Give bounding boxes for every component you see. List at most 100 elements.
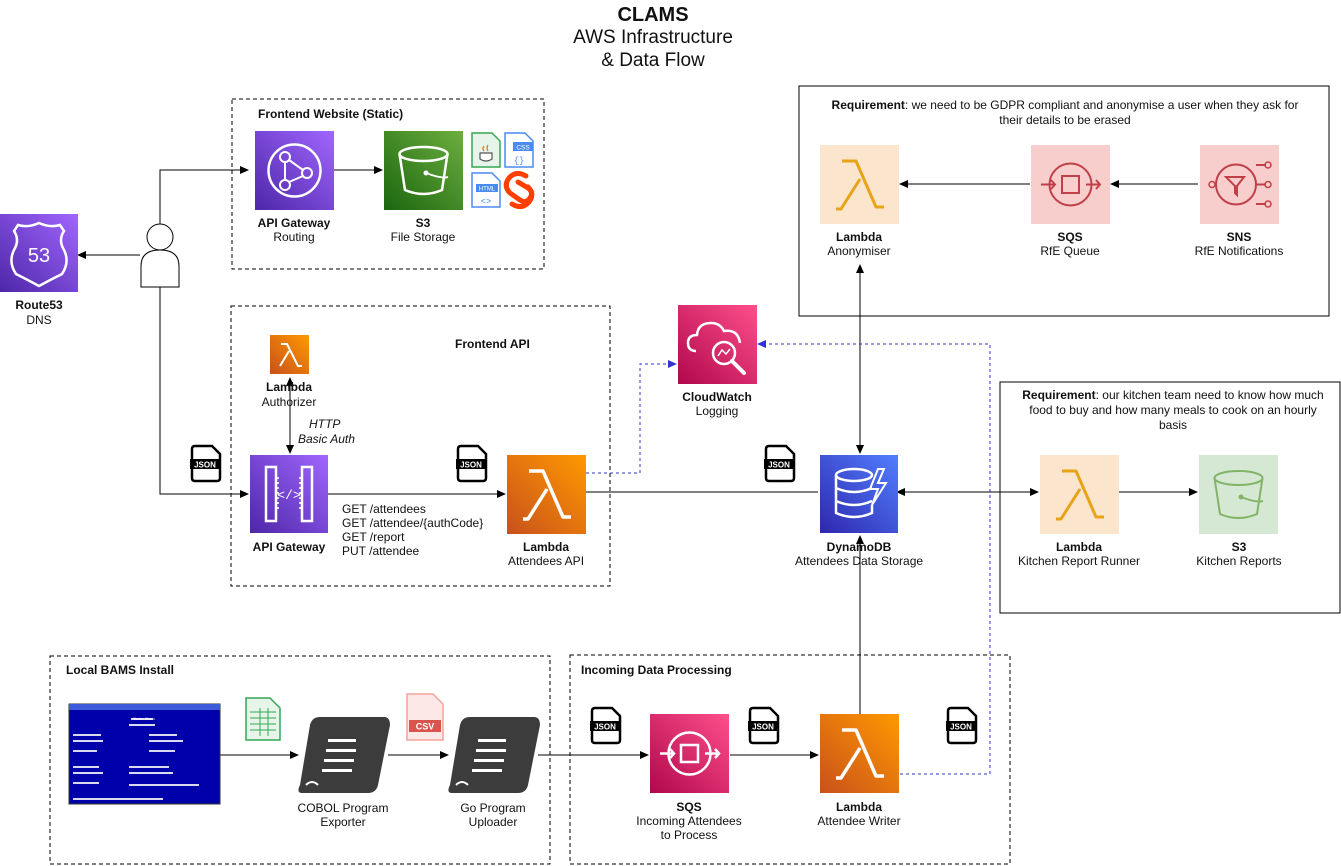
s3-kitchen-name: S3 (1231, 540, 1247, 554)
auth-label-line1: HTTP (309, 417, 341, 431)
auth-label-line2: Basic Auth (298, 432, 355, 446)
diagram-title: CLAMS (617, 4, 689, 26)
cloudwatch-desc: Logging (695, 404, 739, 418)
route-put-attendee: PUT /attendee (342, 544, 420, 558)
lambda-anon-desc: Anonymiser (827, 244, 891, 258)
lambda-api-name: Lambda (522, 540, 570, 554)
dynamodb-desc: Attendees Data Storage (794, 554, 924, 568)
css-badge-text: CSS (516, 145, 530, 152)
group-label-frontend-api: Frontend API (455, 337, 530, 351)
diagram-subtitle-line2: & Data Flow (601, 50, 705, 71)
bams-terminal-screenshot: Main Menu (68, 703, 221, 805)
json-file-icon: JSON (748, 706, 780, 745)
cloudwatch-icon (678, 305, 757, 384)
html-badge-text: HTML (479, 187, 496, 193)
sns-rfe-name: SNS (1226, 230, 1252, 244)
html-file-icon: HTML <> (471, 172, 501, 208)
diagram-subtitle-line1: AWS Infrastructure (573, 27, 733, 48)
dynamodb-name: DynamoDB (826, 540, 892, 554)
group-local-bams (49, 655, 551, 865)
group-label-frontend-website: Frontend Website (Static) (258, 107, 404, 121)
apigw-api-icon: </> (250, 455, 328, 533)
dynamodb-icon (820, 455, 898, 533)
json-badge-text: JSON (950, 723, 972, 732)
cobol-desc-line2: Exporter (320, 815, 366, 829)
json-badge-text: JSON (768, 461, 790, 470)
gdpr-requirement-body: : we need to be GDPR compliant and anony… (904, 98, 1299, 127)
cloudwatch-name: CloudWatch (682, 390, 752, 404)
cobol-desc-line1: COBOL Program (297, 801, 389, 815)
route53-name: Route53 (15, 298, 63, 312)
kitchen-requirement-text: Requirement: our kitchen team need to kn… (1018, 388, 1328, 433)
sqs-incoming-desc-line1: Incoming Attendees (636, 814, 742, 828)
lambda-kitchen-icon (1040, 455, 1119, 534)
route53-icon: 53 (0, 214, 78, 292)
lambda-authorizer-desc: Authorizer (261, 395, 317, 409)
sqs-incoming-desc-line2: to Process (660, 828, 718, 842)
apigw-routing-name: API Gateway (257, 216, 331, 230)
kitchen-requirement-label: Requirement (1022, 388, 1096, 402)
lambda-anonymiser-icon (820, 145, 899, 224)
s3-files-name: S3 (415, 216, 431, 230)
json-file-icon: JSON (946, 706, 978, 745)
sqs-rfe-queue-icon (1031, 145, 1110, 224)
spreadsheet-file-icon (245, 697, 281, 741)
user-icon (140, 223, 180, 288)
terminal-menu-title: Main Menu (133, 717, 155, 722)
csv-file-icon: CSV (406, 693, 444, 741)
svelte-logo-icon (503, 170, 535, 210)
lambda-writer-icon (820, 714, 899, 793)
group-frontend-website (231, 98, 545, 270)
apigw-routing-icon (255, 131, 334, 210)
go-desc-line2: Uploader (468, 815, 518, 829)
s3-kitchen-icon (1199, 455, 1278, 534)
java-file-icon (471, 132, 501, 168)
group-incoming-processing (569, 654, 1011, 865)
s3-file-storage-icon (384, 131, 463, 210)
lambda-kitchen-name: Lambda (1055, 540, 1103, 554)
svg-text:53: 53 (28, 245, 50, 267)
json-badge-text: JSON (194, 461, 216, 470)
kitchen-requirement-body: : our kitchen team need to know how much… (1029, 388, 1324, 432)
route-get-attendees: GET /attendees (342, 502, 426, 516)
json-file-icon: JSON (764, 444, 796, 483)
lambda-authorizer-name: Lambda (265, 380, 313, 394)
lambda-anon-name: Lambda (835, 230, 883, 244)
csv-badge-text: CSV (416, 722, 435, 732)
svg-text:</>: </> (277, 488, 301, 503)
apigw-api-name: API Gateway (252, 540, 326, 554)
apigw-routing-desc: Routing (273, 230, 315, 244)
json-file-icon: JSON (456, 444, 488, 483)
group-label-local-bams: Local BAMS Install (66, 663, 175, 677)
sns-rfe-notifications-icon (1200, 145, 1279, 224)
json-file-icon: JSON (190, 444, 222, 483)
json-badge-text: JSON (460, 461, 482, 470)
connectors (77, 166, 1198, 759)
sqs-incoming-name: SQS (676, 800, 702, 814)
group-label-incoming: Incoming Data Processing (581, 663, 732, 677)
group-frontend-api (230, 305, 611, 587)
route53-desc: DNS (26, 313, 52, 327)
json-badge-text: JSON (752, 723, 774, 732)
go-program-icon (448, 717, 540, 793)
go-desc-line1: Go Program (460, 801, 526, 815)
cobol-program-icon (298, 717, 390, 793)
sqs-rfe-name: SQS (1057, 230, 1083, 244)
json-badges: JSON JSON JSON JSON JSON JSON (190, 444, 978, 745)
sqs-rfe-desc: RfE Queue (1040, 244, 1100, 258)
lambda-writer-name: Lambda (835, 800, 883, 814)
route-get-report: GET /report (342, 530, 405, 544)
lambda-kitchen-desc: Kitchen Report Runner (1017, 554, 1141, 568)
route-get-attendee: GET /attendee/{authCode} (342, 516, 484, 530)
sns-rfe-desc: RfE Notifications (1194, 244, 1284, 258)
css-file-icon: CSS {} (504, 132, 534, 168)
logging-connectors (586, 340, 991, 775)
lambda-api-desc: Attendees API (507, 554, 585, 568)
lambda-authorizer-icon (270, 335, 309, 374)
json-badge-text: JSON (594, 723, 616, 732)
gdpr-requirement-text: Requirement: we need to be GDPR complian… (820, 98, 1310, 128)
lambda-attendees-api-icon (507, 455, 586, 534)
json-file-icon: JSON (590, 706, 622, 745)
svg-text:{}: {} (514, 156, 525, 166)
